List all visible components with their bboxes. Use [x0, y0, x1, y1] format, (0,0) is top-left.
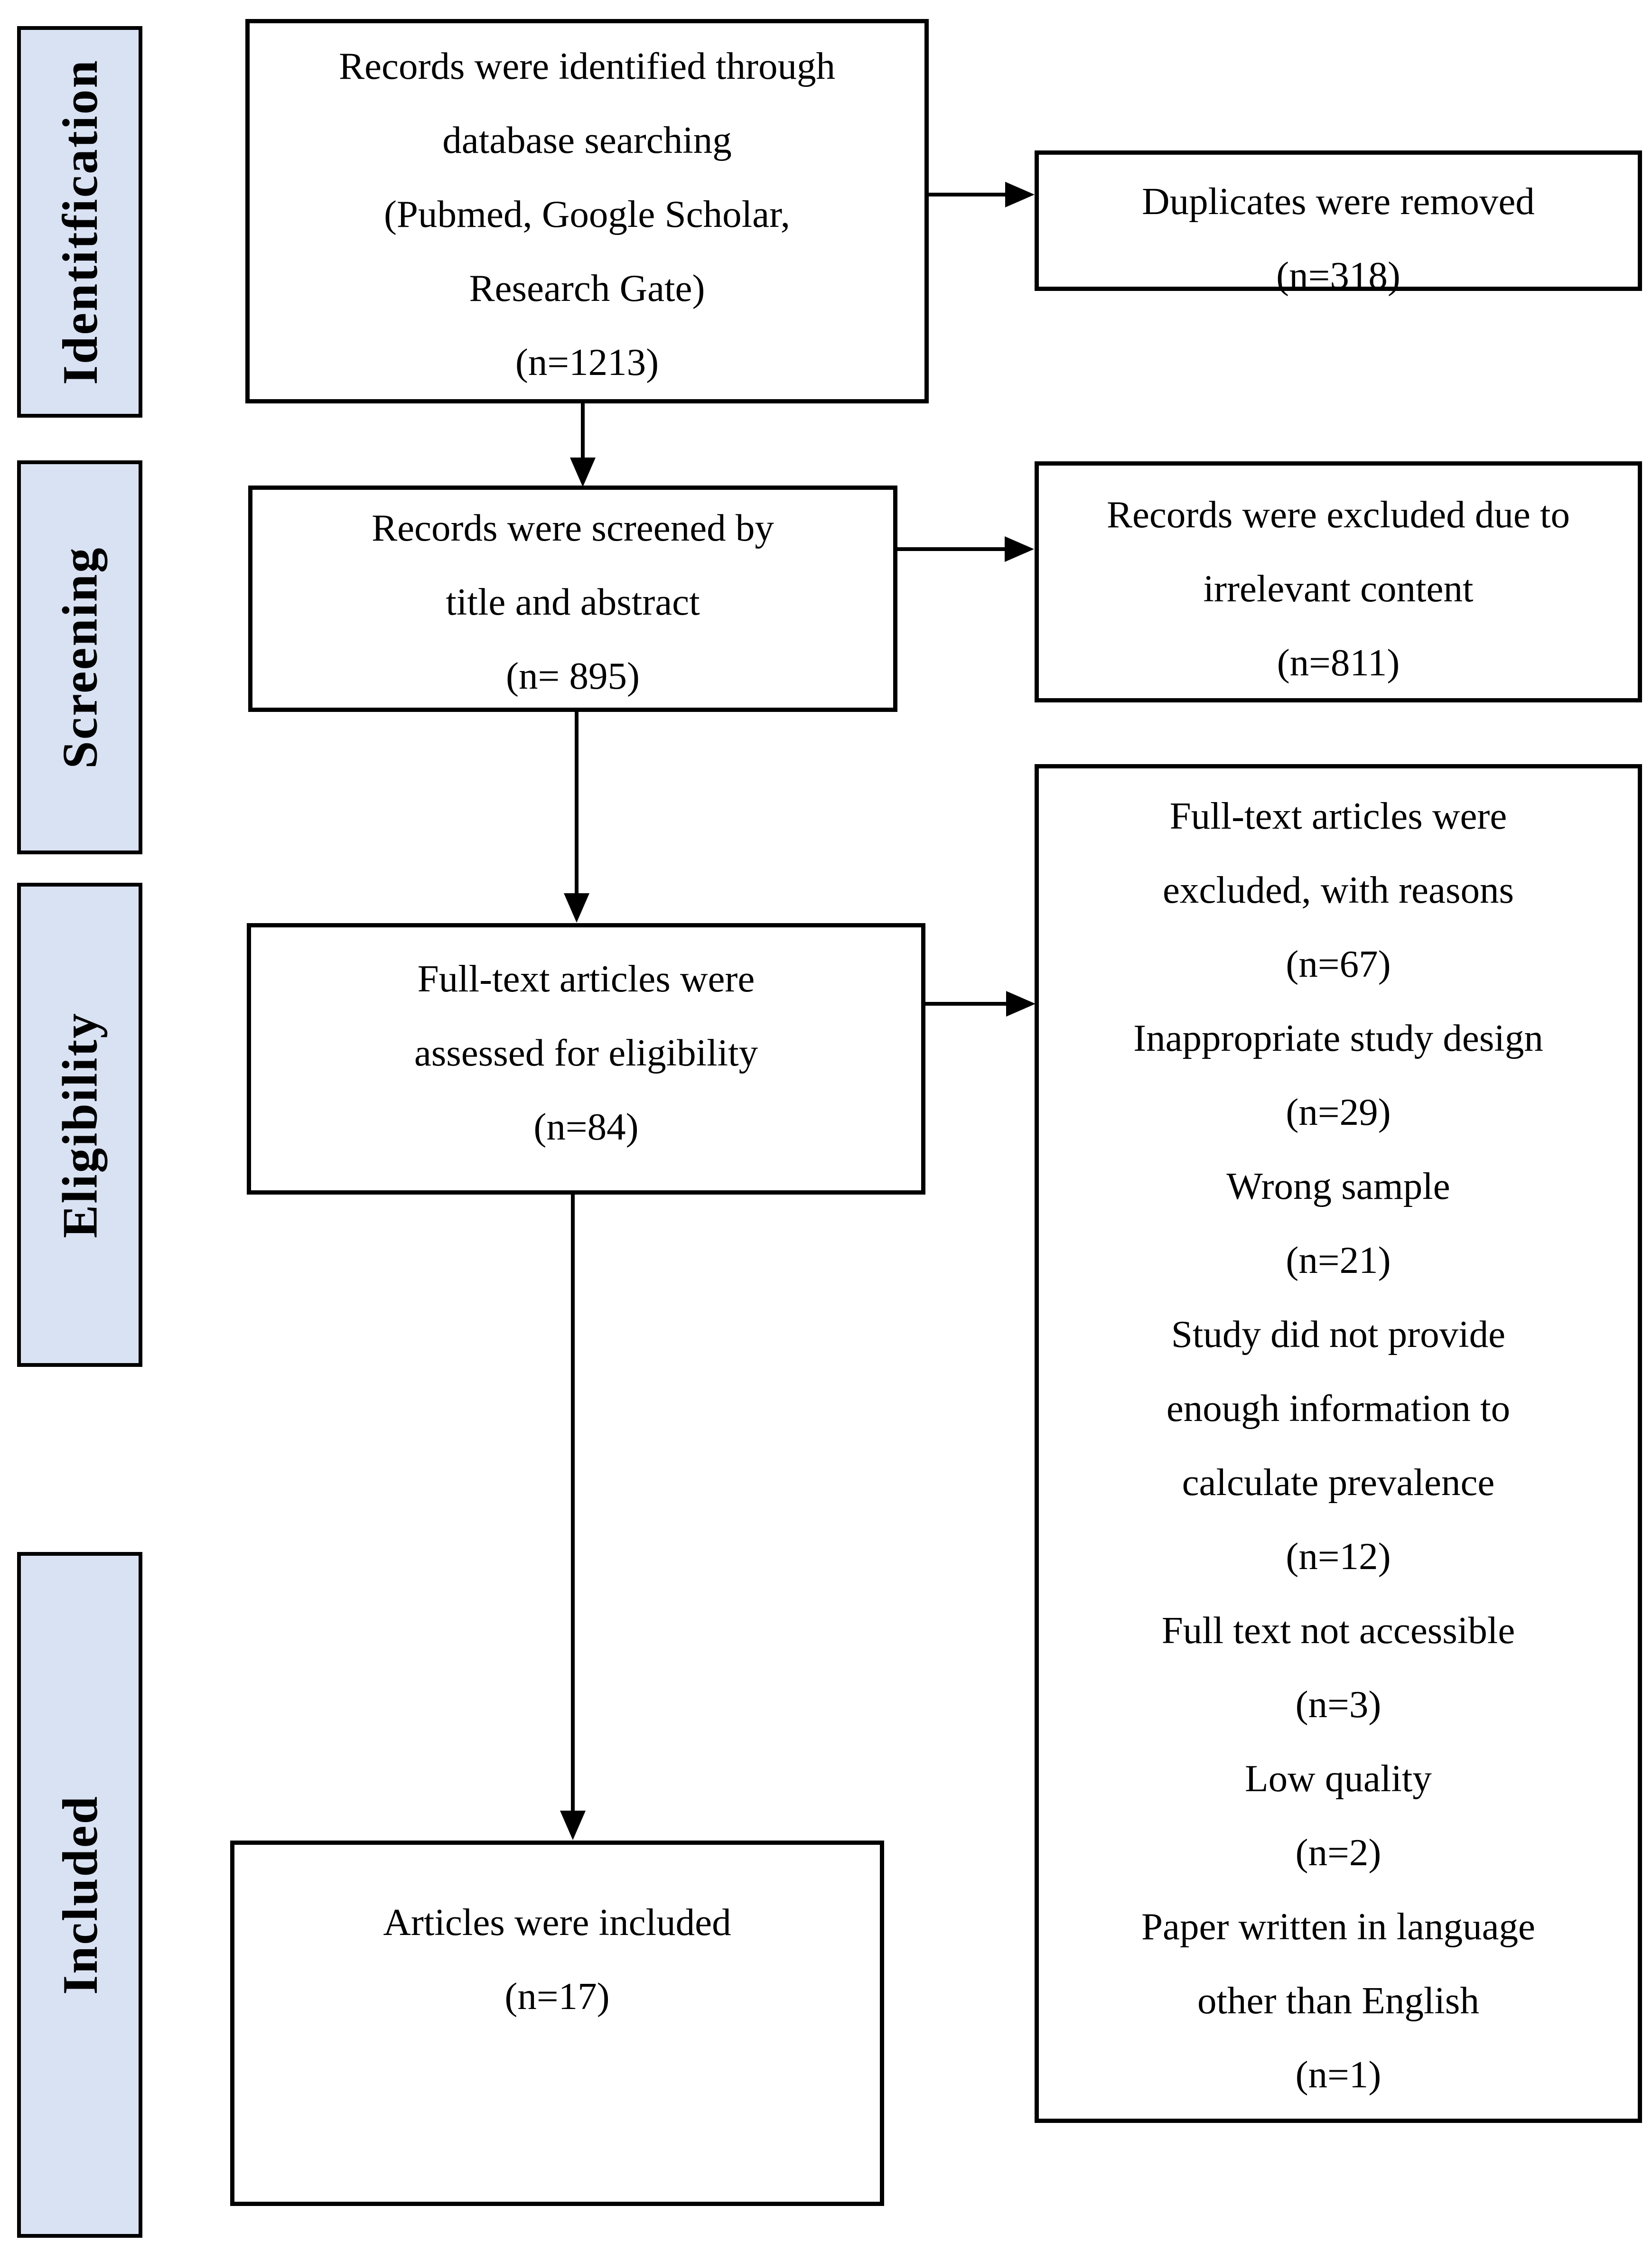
stage-label-included: Included — [52, 1795, 108, 1995]
arrow-eligibility-to-excluded-shaft — [925, 1002, 1010, 1006]
box-text-line: (n=21) — [1286, 1239, 1391, 1281]
box-text-line: (n=84) — [533, 1105, 639, 1148]
box-text-line: Full-text articles were — [1169, 794, 1507, 837]
arrow-identified-to-duplicates-shaft — [929, 193, 1008, 196]
box-text-line: Wrong sample — [1226, 1165, 1450, 1207]
box-text-line: Research Gate) — [469, 267, 705, 309]
box-text-line: Records were screened by — [372, 506, 774, 549]
stage-box-eligibility: Eligibility — [17, 883, 142, 1367]
box-text-line: Duplicates were removed — [1142, 180, 1535, 223]
box-text-line: irrelevant content — [1203, 567, 1474, 610]
stage-label-identification: Identitfication — [52, 59, 108, 385]
box-text-line: Full-text articles were — [417, 957, 755, 1000]
flow-box-fulltext-assessed: Full-text articles were assessed for elig… — [247, 923, 925, 1195]
stage-box-included: Included — [17, 1552, 142, 2238]
arrowhead-right-icon — [1006, 991, 1036, 1017]
box-text-line: (n=3) — [1295, 1683, 1381, 1726]
box-text-line: (n=1213) — [515, 341, 659, 383]
box-text-line: Full text not accessible — [1161, 1609, 1515, 1652]
box-text-line: Paper written in language — [1141, 1905, 1535, 1948]
box-text-line: (n=12) — [1286, 1535, 1391, 1578]
box-text-line: Low quality — [1245, 1757, 1432, 1800]
box-text-line: (n=2) — [1295, 1831, 1381, 1874]
box-text-line: (n=29) — [1286, 1091, 1391, 1133]
box-text-line: assessed for eligibility — [414, 1031, 758, 1074]
arrowhead-down-icon — [564, 893, 589, 923]
box-text-line: excluded, with reasons — [1162, 869, 1514, 911]
flow-box-articles-included: Articles were included (n=17) — [230, 1841, 884, 2206]
box-text-line: Records were excluded due to — [1106, 493, 1570, 536]
box-text-line: (n= 895) — [506, 654, 640, 697]
box-text-line: enough information to — [1166, 1387, 1511, 1430]
box-text-line: (n=318) — [1276, 254, 1400, 297]
box-text-line: title and abstract — [446, 580, 700, 623]
arrowhead-down-icon — [560, 1811, 586, 1840]
flow-box-records-identified: Records were identified through database … — [245, 19, 929, 403]
stage-box-identification: Identitfication — [17, 26, 142, 418]
side-box-duplicates-removed: Duplicates were removed (n=318) — [1035, 150, 1642, 297]
stage-label-screening: Screening — [52, 546, 108, 769]
box-text-line: Study did not provide — [1171, 1313, 1506, 1355]
box-text-line: (n=17) — [504, 1975, 610, 2018]
arrowhead-down-icon — [570, 458, 596, 487]
side-box-fulltext-excluded-reasons: Full-text articles were excluded, with re… — [1035, 764, 1642, 2123]
stage-box-screening: Screening — [17, 460, 142, 854]
stage-label-eligibility: Eligibility — [52, 1011, 108, 1238]
side-box-records-excluded: Records were excluded due to irrelevant c… — [1035, 461, 1642, 702]
box-text-line: Inappropriate study design — [1133, 1017, 1543, 1059]
box-text-line: (n=1) — [1295, 2053, 1381, 2096]
box-text-line: Records were identified through — [339, 45, 835, 87]
arrow-screened-to-eligibility-shaft — [575, 712, 579, 897]
arrowhead-right-icon — [1005, 536, 1034, 562]
arrow-eligibility-to-included-shaft — [571, 1195, 575, 1814]
arrow-screened-to-excluded-shaft — [897, 547, 1008, 551]
box-text-line: (n=811) — [1277, 641, 1400, 684]
arrow-identified-to-screened-shaft — [581, 403, 585, 461]
box-text-line: Articles were included — [383, 1901, 731, 1944]
box-text-line: (Pubmed, Google Scholar, — [383, 193, 791, 235]
box-text-line: database searching — [442, 119, 732, 161]
arrowhead-right-icon — [1005, 182, 1035, 207]
flow-box-records-screened: Records were screened by title and abstra… — [248, 486, 897, 712]
box-text-line: other than English — [1197, 1979, 1479, 2022]
box-text-line: calculate prevalence — [1182, 1461, 1495, 1504]
box-text-line: (n=67) — [1286, 943, 1391, 985]
